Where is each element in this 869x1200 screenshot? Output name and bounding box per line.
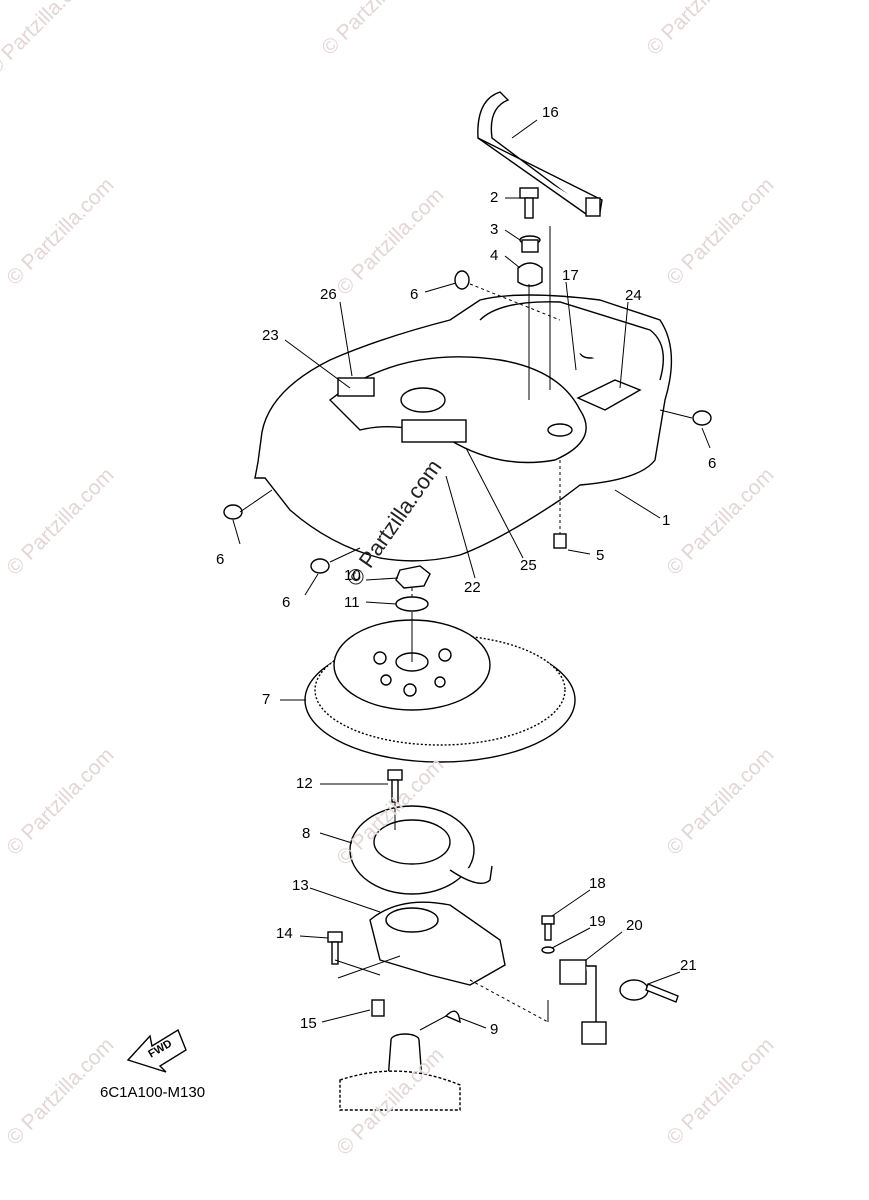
part-9-key [444, 1010, 461, 1024]
drawing-code: 6C1A100-M130 [100, 1084, 206, 1101]
callout-5: 5 [596, 547, 605, 564]
callout-9: 9 [490, 1021, 499, 1038]
part-20-edge-trim [477, 91, 603, 217]
part-3-collar [519, 235, 541, 253]
callout-19: 21 [680, 957, 697, 974]
part-5-screw [553, 533, 567, 549]
part-6-grommet-a [454, 270, 470, 290]
part-2-bolt [519, 187, 539, 219]
callout-17: 18 [589, 875, 606, 892]
callout-6: 6 [216, 551, 225, 568]
callout-11: 11 [344, 594, 360, 611]
callout-24: 24 [625, 287, 642, 304]
callout-7: 7 [262, 691, 271, 708]
part-8-stator [349, 805, 493, 895]
callout-8: 8 [302, 825, 311, 842]
callout-25: 25 [520, 557, 537, 574]
callout-4: 4 [490, 247, 499, 264]
callout-16: 20 [626, 917, 643, 934]
part-13-stator-base [369, 901, 506, 986]
callout-15: 15 [300, 1015, 317, 1032]
part-11-washer [395, 596, 429, 612]
callout-14: 14 [276, 925, 293, 942]
callout-6: 6 [410, 286, 419, 303]
callout-12: 12 [296, 775, 313, 792]
leader-lines [232, 119, 711, 1031]
callout-23: 23 [262, 327, 279, 344]
callout-1: 1 [662, 512, 671, 529]
callout-3: 3 [490, 221, 499, 238]
part-6-grommet-d [310, 558, 330, 574]
part-17-bolt [541, 915, 555, 941]
callout-2: 2 [490, 189, 499, 206]
part-16-pulser-coil [559, 959, 607, 1045]
assembly-axis-lines [239, 226, 693, 1023]
callout-20: 16 [542, 104, 559, 121]
part-4-grommet [517, 262, 543, 287]
part-1-flywheel-cover [254, 294, 673, 562]
callout-22: 22 [464, 579, 481, 596]
crankshaft-stub [339, 1033, 461, 1111]
callout-26: 26 [320, 286, 337, 303]
callout-10: 10 [344, 567, 361, 584]
part-19-band [619, 979, 679, 1003]
fwd-arrow-icon [126, 1028, 187, 1073]
part-6-grommet-b [692, 410, 712, 426]
callout-6: 6 [708, 455, 717, 472]
part-10-nut [395, 565, 431, 589]
part-18-washer [541, 946, 555, 954]
callout-18: 19 [589, 913, 606, 930]
callout-13: 13 [292, 877, 309, 894]
part-14-screw [327, 931, 343, 965]
part-15-dowel-pin [371, 999, 385, 1017]
callout-6: 6 [282, 594, 291, 611]
callout-21: 17 [562, 267, 579, 284]
part-7-flywheel [304, 619, 576, 763]
part-6-grommet-c [223, 504, 243, 520]
